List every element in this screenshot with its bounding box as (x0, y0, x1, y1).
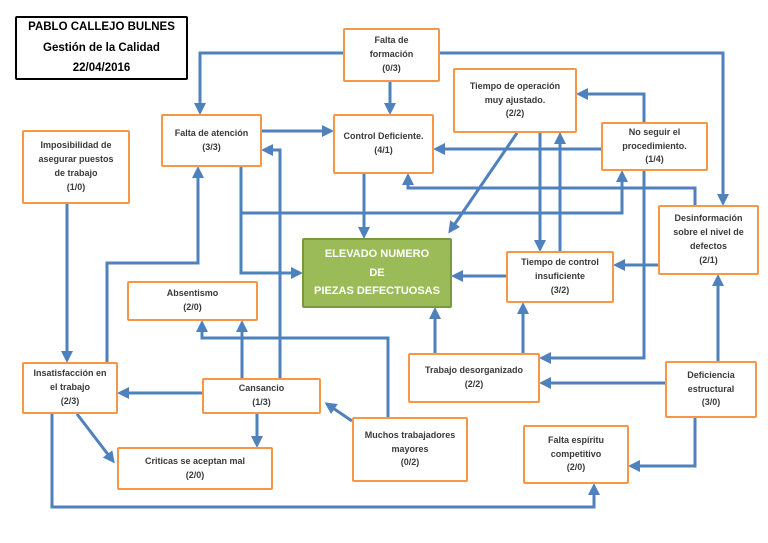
node-elevado-numero-piezas: ELEVADO NUMERO DE PIEZAS DEFECTUOSAS (302, 238, 452, 308)
edge-falta-atencion-to-elevado-numero-piezas (239, 167, 303, 279)
node-insatisfaccion-trabajo-line-2: (2/3) (60, 395, 80, 406)
node-no-seguir-procedimiento-line-0: No seguir el (628, 126, 681, 137)
edge-muchos-trabajadores-to-absentismo (196, 320, 390, 417)
node-tiempo-control: Tiempo de control insuficiente (3/2) (506, 251, 614, 303)
node-tiempo-operacion-line-2: (2/2) (505, 108, 525, 119)
node-deficiencia-estructural-line-2: (3/0) (701, 397, 721, 408)
node-title-block-line-2: 22/04/2016 (72, 62, 131, 75)
node-deficiencia-estructural: Deficiencia estructural (3/0) (665, 361, 757, 418)
node-tiempo-control-line-2: (3/2) (550, 284, 570, 295)
edge-no-seguir-procedimiento-to-tiempo-operacion (576, 88, 646, 122)
node-muchos-trabajadores-line-1: mayores (391, 443, 429, 454)
node-absentismo-line-1: (2/0) (183, 302, 202, 312)
node-tiempo-operacion-line-0: Tiempo de operación (469, 80, 561, 91)
node-falta-formacion: Falta de formación (0/3) (343, 28, 440, 82)
node-deficiencia-estructural-line-1: estructural (687, 383, 735, 394)
node-deficiencia-estructural-line-0: Deficiencia (687, 369, 735, 380)
node-tiempo-operacion-line-1: muy ajustado. (484, 94, 546, 105)
node-muchos-trabajadores-line-2: (0/2) (400, 457, 420, 468)
node-falta-atencion-line-0: Falta de atención (174, 127, 249, 138)
node-no-seguir-procedimiento-line-1: procedimiento. (622, 140, 687, 151)
node-criticas-aceptan-mal-line-0: Criticas se aceptan mal (144, 455, 246, 466)
node-desinformacion-defectos-line-1: sobre el nivel de (673, 227, 744, 238)
node-insatisfaccion-trabajo-line-0: Insatisfacción en (33, 368, 107, 379)
node-trabajo-desorganizado-line-0: Trabajo desorganizado (424, 365, 524, 376)
node-imposibilidad-puestos-line-1: asegurar puestos (38, 154, 114, 165)
node-imposibilidad-puestos-line-0: Imposibilidad de (40, 140, 112, 151)
node-falta-atencion-line-1: (3/3) (202, 141, 221, 152)
node-cansancio-line-0: Cansancio (238, 383, 285, 394)
node-desinformacion-defectos-line-3: (2/1) (699, 254, 718, 265)
node-falta-formacion-line-0: Falta de (374, 35, 409, 46)
node-title-block-line-1: Gestión de la Calidad (43, 41, 160, 54)
node-elevado-numero-piezas-line-0: ELEVADO NUMERO (324, 247, 430, 260)
node-imposibilidad-puestos-line-3: (1/0) (66, 181, 86, 192)
node-muchos-trabajadores: Muchos trabajadores mayores (0/2) (352, 417, 468, 482)
edge-cansancio-to-falta-atencion (261, 144, 282, 378)
edge-insatisfaccion-trabajo-to-criticas-aceptan-mal (75, 413, 115, 464)
node-no-seguir-procedimiento: No seguir el procedimiento. (1/4) (601, 122, 708, 171)
node-falta-espiritu-line-0: Falta espíritu (547, 434, 604, 445)
node-no-seguir-procedimiento-line-2: (1/4) (645, 154, 664, 165)
node-absentismo: Absentismo (2/0) (127, 281, 258, 321)
node-cansancio-line-1: (1/3) (252, 397, 271, 407)
node-criticas-aceptan-mal: Criticas se aceptan mal (2/0) (117, 447, 273, 490)
edge-tiempo-operacion-to-elevado-numero-piezas (448, 132, 519, 234)
node-elevado-numero-piezas-line-1: DE (369, 266, 385, 279)
node-tiempo-control-line-0: Tiempo de control (521, 257, 599, 268)
edge-deficiencia-estructural-to-falta-espiritu (628, 418, 697, 472)
edge-insatisfaccion-trabajo-to-falta-espiritu (50, 414, 600, 509)
node-falta-formacion-line-2: (0/3) (382, 62, 401, 73)
edge-falta-atencion-to-no-seguir-procedimiento (239, 167, 628, 215)
node-imposibilidad-puestos: Imposibilidad de asegurar puestos de traba… (22, 130, 130, 204)
edge-insatisfaccion-trabajo-to-falta-atencion (105, 166, 204, 362)
edge-desinformacion-defectos-to-control-deficiente (402, 173, 697, 205)
node-absentismo-line-0: Absentismo (166, 288, 219, 299)
node-insatisfaccion-trabajo-line-1: el trabajo (49, 382, 90, 393)
node-muchos-trabajadores-line-0: Muchos trabajadores (364, 429, 456, 440)
node-insatisfaccion-trabajo: Insatisfacción en el trabajo (2/3) (22, 362, 118, 414)
node-falta-espiritu-line-1: competitivo (550, 448, 602, 459)
node-desinformacion-defectos-line-2: defectos (689, 241, 727, 251)
node-imposibilidad-puestos-line-2: de trabajo (54, 168, 98, 178)
node-falta-espiritu: Falta espíritu competitivo (2/0) (523, 425, 629, 484)
node-trabajo-desorganizado-line-1: (2/2) (464, 379, 484, 389)
node-criticas-aceptan-mal-line-1: (2/0) (185, 469, 205, 480)
node-title-block: PABLO CALLEJO BULNES Gestión de la Calida… (15, 16, 188, 80)
node-tiempo-control-line-1: insuficiente (534, 271, 585, 282)
edge-falta-formacion-to-desinformacion-defectos (440, 51, 729, 206)
node-falta-formacion-line-1: formación (369, 49, 414, 60)
node-title-block-line-0: PABLO CALLEJO BULNES (28, 20, 175, 33)
node-tiempo-operacion: Tiempo de operación muy ajustado. (2/2) (453, 68, 577, 133)
node-desinformacion-defectos-line-0: Desinformación (674, 213, 743, 224)
node-control-deficiente-line-0: Control Deficiente. (343, 131, 424, 142)
node-cansancio: Cansancio (1/3) (202, 378, 321, 414)
edge-muchos-trabajadores-to-cansancio (324, 402, 353, 423)
node-control-deficiente: Control Deficiente. (4/1) (333, 114, 434, 174)
node-elevado-numero-piezas-line-2: PIEZAS DEFECTUOSAS (314, 285, 440, 298)
edge-falta-formacion-to-falta-atencion (194, 51, 343, 115)
edge-no-seguir-procedimiento-to-trabajo-desorganizado (539, 171, 646, 364)
node-control-deficiente-line-1: (4/1) (374, 145, 393, 155)
node-falta-espiritu-line-2: (2/0) (566, 462, 586, 473)
node-desinformacion-defectos: Desinformación sobre el nivel de defectos (… (658, 205, 759, 275)
node-trabajo-desorganizado: Trabajo desorganizado (2/2) (408, 353, 540, 403)
node-falta-atencion: Falta de atención (3/3) (161, 114, 262, 167)
